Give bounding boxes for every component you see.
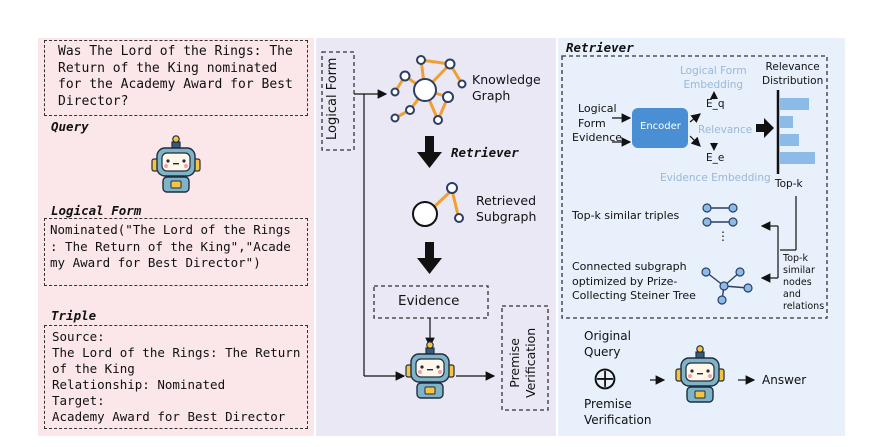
triple-line: Source: bbox=[52, 329, 105, 344]
original-query-line: Query bbox=[584, 345, 621, 359]
encoder-label: Encoder bbox=[640, 121, 681, 132]
retrieved-subgraph-line: Subgraph bbox=[476, 209, 537, 224]
logical-form-line: : The Return of the King","Acade bbox=[50, 238, 291, 254]
input-line: Logical bbox=[578, 102, 617, 115]
top-k-label: Top-k bbox=[775, 178, 803, 190]
subgraph-description: Connected subgraph optimized by Prize- C… bbox=[572, 260, 696, 304]
logical-form-text: Nominated("The Lord of the Rings : The R… bbox=[50, 222, 291, 272]
arrow-right-icon bbox=[756, 118, 774, 138]
original-query-line: Original bbox=[584, 329, 631, 343]
relevance-distribution-line: Distribution bbox=[762, 75, 824, 87]
query-line: for the Academy Award for Best bbox=[58, 77, 293, 92]
top-k-nodes-line: similar bbox=[783, 265, 815, 276]
query-line: Director? bbox=[58, 93, 129, 109]
premise-verification-box bbox=[501, 305, 549, 411]
tree-graph-icon bbox=[701, 267, 753, 305]
lf-embedding-line: Embedding bbox=[683, 79, 744, 91]
knowledge-graph-line: Graph bbox=[472, 88, 511, 103]
premise-verification-label: Premise Verification bbox=[584, 396, 651, 428]
triple-line: Relationship: Nominated bbox=[52, 377, 226, 392]
triple-box bbox=[44, 325, 308, 429]
top-k-nodes-line: and bbox=[783, 289, 801, 300]
premise-verification-line: Premise bbox=[507, 338, 522, 388]
top-k-nodes-line: nodes bbox=[783, 277, 812, 288]
triple-line: The Lord of the Rings: The Return bbox=[52, 345, 301, 360]
logical-form-label: Logical Form bbox=[51, 203, 142, 218]
premise-verification-line: Premise bbox=[584, 397, 632, 411]
knowledge-graph-label: Knowledge Graph bbox=[472, 72, 541, 104]
query-label: Query bbox=[51, 119, 89, 134]
answer-label: Answer bbox=[762, 373, 807, 387]
evidence-label: Evidence bbox=[398, 293, 460, 309]
relevance-bars bbox=[779, 98, 815, 164]
triple-text: Source: The Lord of the Rings: The Retur… bbox=[52, 329, 300, 425]
logical-form-embedding-label: Logical Form Embedding bbox=[680, 64, 747, 92]
input-line: Form bbox=[578, 116, 606, 130]
knowledge-graph-icon bbox=[390, 55, 467, 125]
triples-icon bbox=[702, 203, 738, 227]
knowledge-graph-line: Knowledge bbox=[472, 72, 541, 87]
retrieved-subgraph-label: Retrieved Subgraph bbox=[476, 193, 536, 225]
retriever-title: Retriever bbox=[566, 40, 634, 55]
premise-verification-vertical-label: Premise Verification bbox=[507, 328, 539, 398]
logical-form-vertical-box bbox=[321, 51, 355, 151]
logical-form-line: my Award for Best Director") bbox=[50, 255, 261, 270]
query-text: Was The Lord of the Rings: The Return of… bbox=[58, 44, 293, 110]
premise-verification-line: Verification bbox=[584, 413, 652, 427]
robot-icon bbox=[675, 345, 725, 403]
retriever-box bbox=[561, 55, 828, 319]
logical-form-box bbox=[44, 218, 308, 286]
top-k-triples-label: Top-k similar triples bbox=[572, 209, 680, 222]
lf-embedding-line: Logical Form bbox=[680, 65, 747, 77]
arrow-down-icon bbox=[417, 242, 442, 274]
top-k-nodes-line: relations bbox=[783, 301, 825, 312]
premise-verification-line: Verification bbox=[523, 327, 538, 398]
triple-line: of the King bbox=[52, 361, 135, 376]
subgraph-line: optimized by Prize- bbox=[572, 274, 678, 288]
robot-icon bbox=[405, 341, 455, 399]
logical-form-line: Nominated("The Lord of the Rings bbox=[50, 222, 291, 237]
arrow-down-icon bbox=[417, 136, 442, 168]
retrieved-subgraph-line: Retrieved bbox=[476, 193, 537, 208]
subgraph-line: Collecting Steiner Tree bbox=[572, 289, 696, 302]
retriever-label: Retriever bbox=[451, 145, 519, 160]
e-q-label: E_q bbox=[706, 98, 725, 110]
encoder-box bbox=[632, 108, 688, 148]
input-line: Evidence bbox=[572, 131, 623, 144]
oplus-icon: ⨁ bbox=[594, 366, 616, 391]
retriever-inputs: Logical Form Evidence bbox=[572, 102, 622, 146]
relevance-distribution-label: Relevance Distribution bbox=[762, 60, 823, 88]
vertical-dots: ⋮ bbox=[717, 229, 729, 243]
top-k-nodes-label: Top-k similar nodes and relations bbox=[782, 253, 826, 313]
logical-form-vertical-label: Logical Form bbox=[325, 57, 340, 140]
e-e-label: E_e bbox=[706, 152, 725, 164]
original-query-label: Original Query bbox=[584, 328, 631, 360]
triple-line: Academy Award for Best Director bbox=[52, 409, 286, 424]
query-line: Was The Lord of the Rings: The bbox=[58, 44, 293, 59]
relevance-label: Relevance bbox=[698, 124, 753, 136]
robot-icon bbox=[151, 135, 201, 193]
evidence-embedding-label: Evidence Embedding bbox=[660, 172, 771, 184]
triple-line: Target: bbox=[52, 393, 105, 408]
query-box bbox=[44, 40, 308, 116]
query-panel bbox=[38, 38, 314, 436]
subgraph-icon bbox=[412, 182, 464, 227]
query-line: Return of the King nominated bbox=[58, 60, 278, 76]
triple-label: Triple bbox=[51, 308, 97, 323]
subgraph-line: Connected subgraph bbox=[572, 260, 687, 273]
relevance-distribution-line: Relevance bbox=[765, 61, 820, 73]
evidence-box bbox=[373, 285, 489, 319]
top-k-nodes-line: Top-k bbox=[783, 253, 808, 264]
